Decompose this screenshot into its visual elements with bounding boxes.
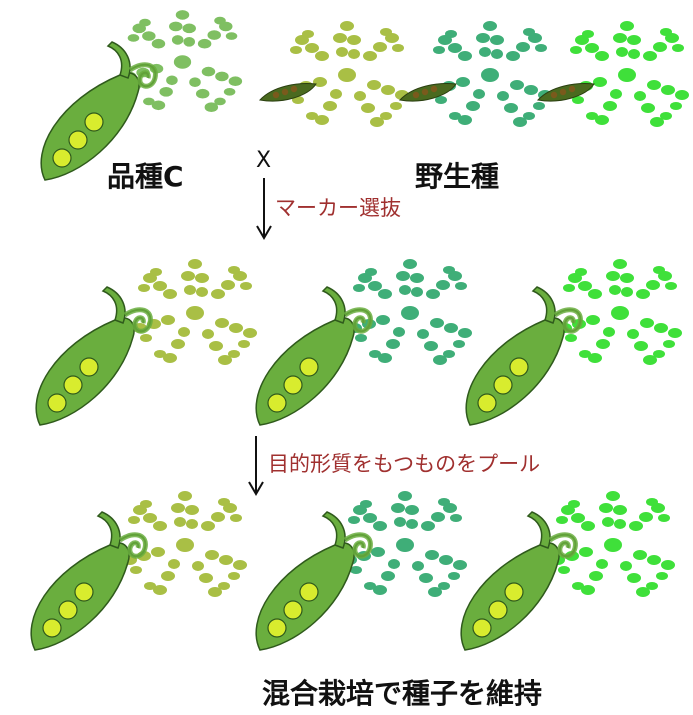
pea-foliage-icon (282, 20, 412, 130)
pool-target-trait-label: 目的形質をもつものをプール (268, 452, 541, 476)
pea-pod-icon (5, 510, 165, 660)
pea-pod-icon (398, 78, 458, 108)
cultivar-label: 品種C (107, 160, 184, 193)
down-arrow-icon (248, 436, 264, 496)
mixed-cultivation-label: 混合栽培で種子を維持 (262, 677, 543, 710)
pea-foliage-icon (562, 20, 692, 130)
cross-symbol: X (256, 148, 272, 173)
pea-pod-icon (258, 78, 318, 108)
marker-selection-label: マーカー選抜 (275, 196, 401, 220)
pea-pod-icon (10, 285, 170, 435)
pea-pod-icon (440, 285, 600, 435)
pea-pod-icon (230, 285, 390, 435)
down-arrow-icon (256, 178, 272, 240)
wild-species-label: 野生種 (415, 160, 500, 193)
pea-pod-icon (230, 510, 390, 660)
pea-pod-icon (435, 510, 595, 660)
pea-foliage-icon (425, 20, 555, 130)
pea-pod-icon (536, 78, 596, 108)
